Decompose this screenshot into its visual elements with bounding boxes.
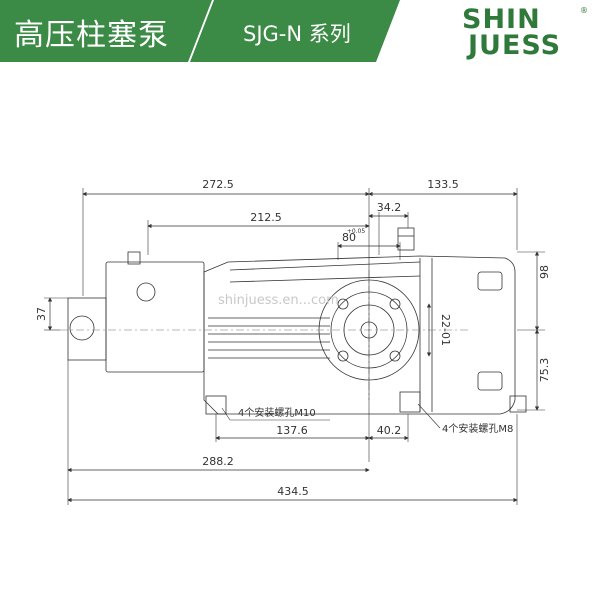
registered-mark: ® xyxy=(580,6,588,15)
leader-lines xyxy=(221,403,441,429)
centerlines xyxy=(60,270,470,400)
header-background xyxy=(0,0,400,62)
logo-line-2: JUESS xyxy=(468,30,562,61)
dimension-lines xyxy=(47,191,540,503)
series-label: SJG-N 系列 xyxy=(243,22,351,46)
dim-80-tolerance: +0.05 xyxy=(347,228,366,235)
dim-272-5: 272.5 xyxy=(202,178,234,191)
note-mount-m10: 4个安装螺孔M10 xyxy=(238,406,316,419)
extension-lines xyxy=(44,188,545,505)
dim-98: 98 xyxy=(538,265,551,279)
dim-40-2: 40.2 xyxy=(377,424,402,437)
page-title: 高压柱塞泵 xyxy=(14,18,169,53)
watermark: shinjuess.en...com xyxy=(218,293,339,308)
pump-outline xyxy=(67,227,527,415)
logo-line-1: SHIN xyxy=(462,4,541,35)
dim-288-2: 288.2 xyxy=(202,455,234,468)
dim-133-5: 133.5 xyxy=(427,178,459,191)
dim-75-3: 75.3 xyxy=(538,358,551,383)
dim-34-2: 34.2 xyxy=(377,201,402,214)
dim-80: 80 xyxy=(342,231,356,244)
note-mount-m8: 4个安装螺孔M8 xyxy=(442,422,513,435)
header-banner: 高压柱塞泵 SJG-N 系列 SHIN JUESS ® xyxy=(0,0,600,72)
dim-212-5: 212.5 xyxy=(250,211,282,224)
dim-137-6: 137.6 xyxy=(276,424,308,437)
brand-logo: SHIN JUESS ® xyxy=(462,6,588,62)
dim-37: 37 xyxy=(35,307,48,321)
dim-434-5: 434.5 xyxy=(277,485,309,498)
dim-22-01: 22-01 xyxy=(439,314,452,346)
